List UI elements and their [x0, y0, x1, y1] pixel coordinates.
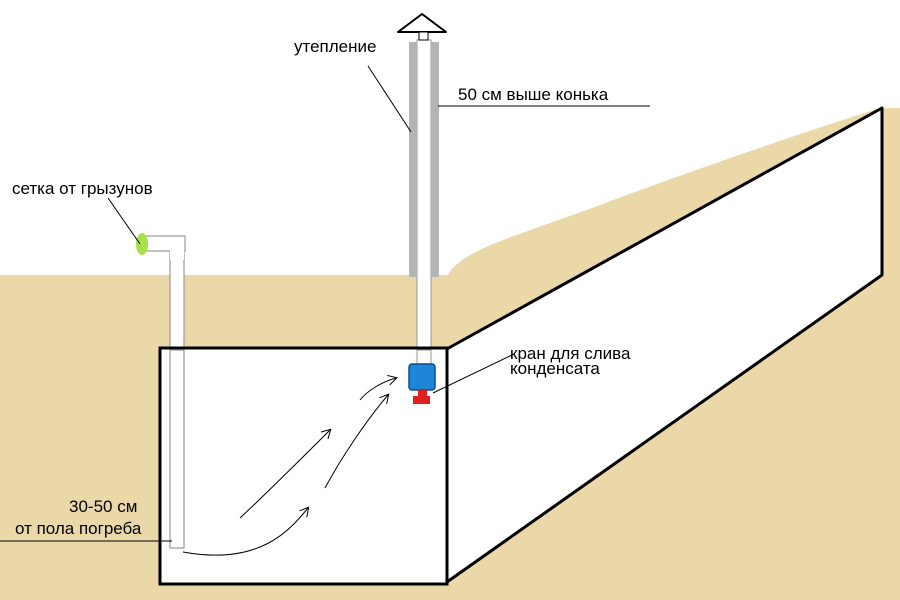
insulation-leader — [367, 65, 412, 133]
airflow-arrow-1 — [182, 508, 308, 556]
rodent-mesh-icon — [136, 233, 148, 255]
airflow-arrow-2 — [239, 430, 330, 519]
vent-cap-stem — [418, 31, 429, 41]
intake-height-label-line2: от пола погреба — [15, 519, 142, 538]
supply-pipe-elbow — [144, 235, 186, 252]
airflow-arrow-3 — [324, 395, 388, 489]
intake-height-label-line1: 30-50 см — [69, 497, 138, 516]
above-ridge-label: 50 см выше конька — [458, 85, 609, 104]
rodent-mesh-leader — [107, 197, 141, 245]
rodent-mesh-label: сетка от грызунов — [12, 179, 153, 198]
supply-pipe-inside — [169, 349, 185, 549]
drain-tap-leader — [432, 354, 513, 394]
drain-tap-label-line2: конденсата — [510, 359, 600, 378]
insulation-label: утепление — [294, 37, 377, 56]
drain-tap-label-line1: кран для слива — [510, 344, 631, 363]
exhaust-pipe-insulation-right — [431, 42, 439, 277]
supply-pipe-outlet — [170, 250, 184, 260]
airflow-arrow-4 — [359, 378, 396, 401]
exhaust-pipe-insulation-left — [409, 42, 417, 277]
drain-tap-icon — [408, 363, 436, 404]
exhaust-pipe — [416, 39, 432, 359]
vent-cap-icon — [397, 13, 447, 33]
leader-lines — [0, 65, 650, 542]
airflow-arrows — [182, 378, 396, 556]
cellar-front-wall — [158, 346, 449, 586]
